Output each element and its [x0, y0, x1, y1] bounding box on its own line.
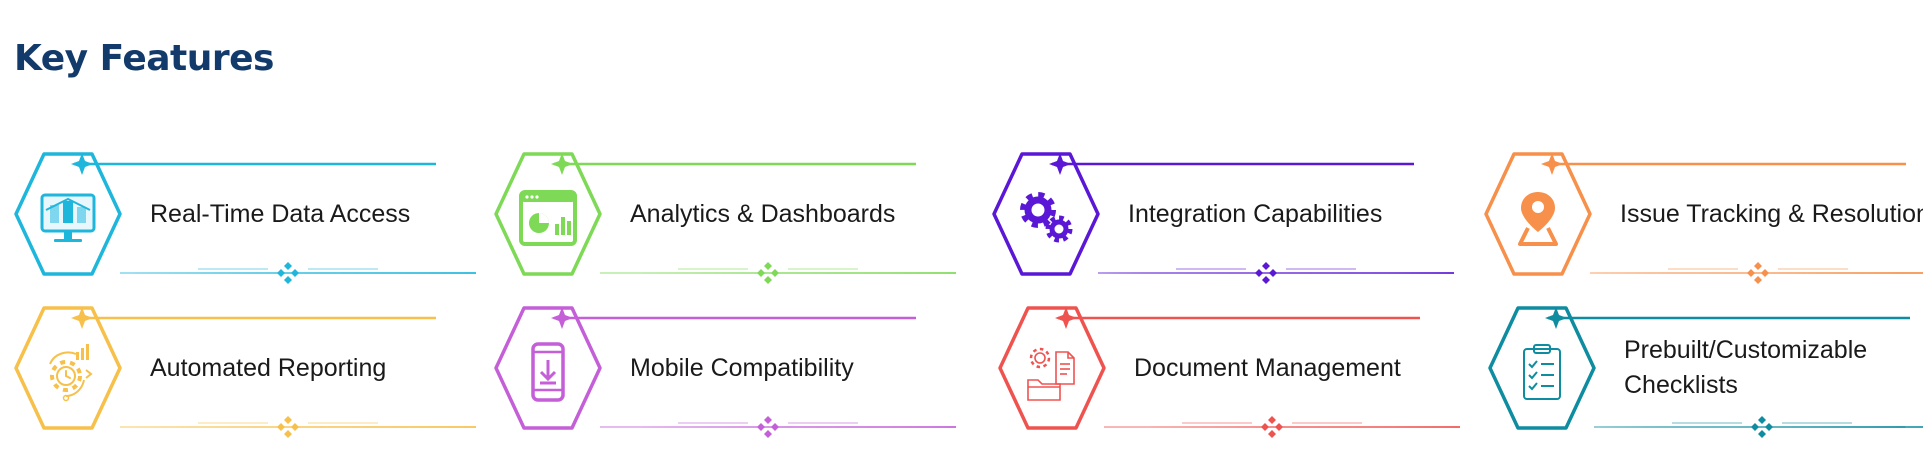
- card-frame: [494, 152, 956, 284]
- sparkle-icon: [1049, 153, 1071, 175]
- hexagon-frame: [998, 306, 1106, 430]
- card-frame: [1484, 152, 1923, 284]
- diamond-ornament-icon: [277, 416, 299, 438]
- diamond-ornament-icon: [757, 262, 779, 284]
- feature-label: Analytics & Dashboards: [630, 199, 896, 228]
- sparkle-icon: [1541, 153, 1563, 175]
- gears-icon: [1014, 186, 1078, 250]
- feature-label: Automated Reporting: [150, 353, 387, 382]
- hexagon-frame: [14, 152, 122, 276]
- card-frame: [992, 152, 1454, 284]
- map-pin-icon: [1506, 186, 1570, 250]
- sparkle-icon: [1055, 307, 1077, 329]
- clipboard-checklist-icon: [1510, 340, 1574, 404]
- feature-label: Mobile Compatibility: [630, 353, 854, 382]
- mobile-download-icon: [516, 340, 580, 404]
- diamond-ornament-icon: [1261, 416, 1283, 438]
- card-frame: [998, 306, 1460, 438]
- card-frame: [494, 306, 956, 438]
- sparkle-icon: [1545, 307, 1567, 329]
- feature-label: Issue Tracking & Resolution: [1620, 199, 1923, 228]
- sparkle-icon: [551, 307, 573, 329]
- feature-card-issue-tracking: Issue Tracking & Resolution: [1478, 150, 1923, 284]
- diamond-ornament-icon: [757, 416, 779, 438]
- feature-label: Integration Capabilities: [1128, 199, 1383, 228]
- card-frame: [14, 306, 476, 438]
- bottom-divider-line: [1590, 272, 1923, 274]
- hexagon-frame: [494, 306, 602, 430]
- hexagon-frame: [1484, 152, 1592, 276]
- hexagon-frame: [14, 306, 122, 430]
- card-frame: [14, 152, 476, 284]
- feature-card-analytics-dashboards: Analytics & Dashboards: [488, 150, 958, 284]
- feature-card-mobile-compatibility: Mobile Compatibility: [488, 304, 958, 438]
- feature-card-real-time-data-access: Real-Time Data Access: [8, 150, 478, 284]
- feature-label: Prebuilt/Customizable Checklists: [1624, 336, 1868, 399]
- hexagon-frame: [494, 152, 602, 276]
- diamond-ornament-icon: [277, 262, 299, 284]
- feature-card-integration-capabilities: Integration Capabilities: [986, 150, 1456, 284]
- card-frame: [1488, 306, 1923, 438]
- hexagon-frame: [992, 152, 1100, 276]
- monitor-data-icon: [36, 186, 100, 250]
- diamond-ornament-icon: [1255, 262, 1277, 284]
- diamond-ornament-icon: [1747, 262, 1769, 284]
- feature-card-checklists: Prebuilt/Customizable Checklists: [1482, 304, 1923, 438]
- feature-card-automated-reporting: Automated Reporting: [8, 304, 478, 438]
- sparkle-icon: [71, 153, 93, 175]
- feature-label: Document Management: [1134, 353, 1401, 382]
- hexagon-frame: [1488, 306, 1596, 430]
- page-title: Key Features: [14, 38, 274, 79]
- sparkle-icon: [71, 307, 93, 329]
- automation-gear-icon: [36, 340, 100, 404]
- document-folder-icon: [1020, 340, 1084, 404]
- sparkle-icon: [551, 153, 573, 175]
- diamond-ornament-icon: [1751, 416, 1773, 438]
- feature-label: Real-Time Data Access: [150, 199, 411, 228]
- dashboard-chart-icon: [516, 186, 580, 250]
- feature-card-document-management: Document Management: [992, 304, 1462, 438]
